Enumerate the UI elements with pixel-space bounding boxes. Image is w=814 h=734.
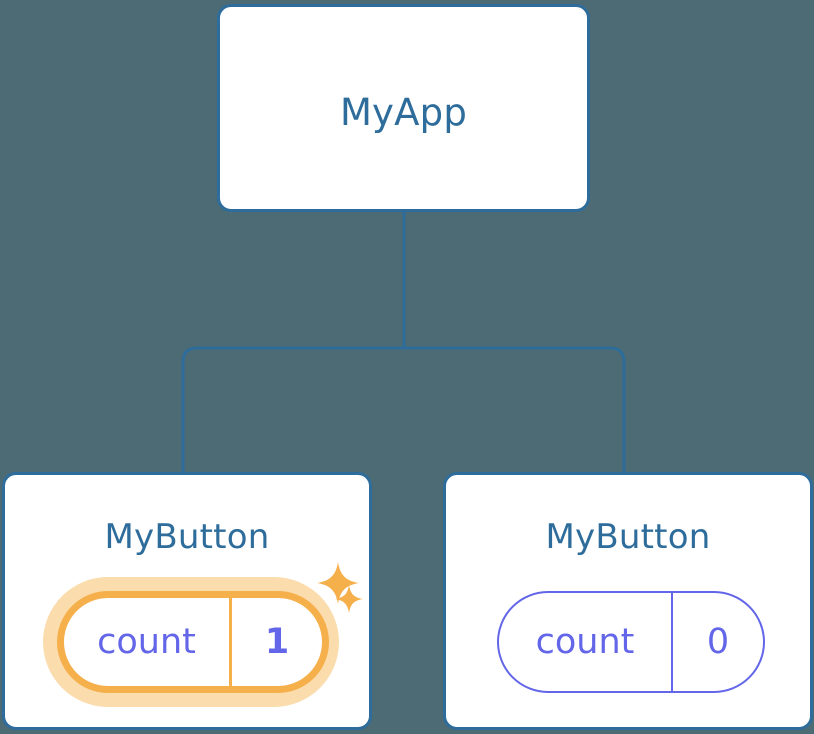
node-myapp[interactable]: MyApp [217,4,590,212]
state-value-right: 0 [671,593,763,691]
state-pill-left[interactable]: count 1 [43,577,339,707]
node-mybutton-left-title: MyButton [104,517,270,557]
sparkle-icon [335,585,363,613]
state-value-left: 1 [229,598,322,686]
node-mybutton-right[interactable]: MyButton count 0 [443,472,813,730]
sparkle-icon [317,562,359,604]
state-pill-right[interactable]: count 0 [497,591,765,693]
node-myapp-title: MyApp [339,91,468,134]
state-pill-right-body[interactable]: count 0 [497,591,765,693]
state-key-right: count [535,622,635,662]
connector-child-bracket [181,346,626,474]
state-key-left: count [97,622,196,662]
state-pill-left-body[interactable]: count 1 [57,591,329,693]
node-mybutton-right-title: MyButton [545,517,711,557]
node-mybutton-left[interactable]: MyButton count 1 [2,472,372,730]
